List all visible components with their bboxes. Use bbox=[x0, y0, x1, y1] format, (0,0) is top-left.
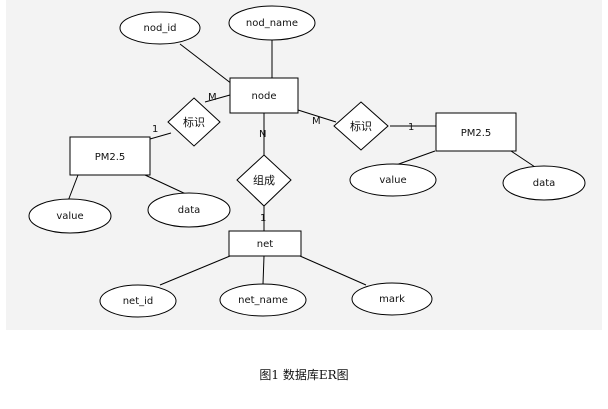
entity-pm25-left bbox=[69, 136, 151, 176]
entity-net bbox=[228, 230, 302, 257]
attribute-net-id bbox=[99, 284, 177, 318]
attribute-net-id-label: net_id bbox=[123, 296, 154, 307]
attribute-net-name-label: net_name bbox=[238, 295, 288, 306]
figure-caption: 图1 数据库ER图 bbox=[259, 368, 349, 382]
attribute-left-data bbox=[147, 192, 231, 228]
cardinality-pm25-right: 1 bbox=[408, 122, 414, 133]
cardinality-node-right: M bbox=[312, 116, 321, 127]
entity-node-label: node bbox=[252, 91, 277, 102]
relationship-left-identify bbox=[167, 97, 221, 147]
entity-pm25-left-label: PM2.5 bbox=[95, 152, 126, 163]
attribute-nod-id-label: nod_id bbox=[144, 23, 177, 34]
relationship-compose-label: 组成 bbox=[253, 173, 275, 187]
line-net-mark bbox=[299, 255, 367, 286]
entity-pm25-right bbox=[435, 112, 517, 152]
cardinality-node-compose: N bbox=[259, 129, 266, 140]
entity-net-label: net bbox=[257, 239, 273, 250]
line-pm25-left-value bbox=[67, 174, 79, 202]
attribute-left-value bbox=[28, 198, 112, 234]
line-pm25-right-data bbox=[510, 150, 539, 170]
line-node-right-identify bbox=[297, 109, 337, 123]
line-pm25-left-data bbox=[144, 174, 189, 196]
relationship-compose bbox=[236, 154, 292, 207]
line-net-netid bbox=[159, 255, 231, 286]
attribute-net-name bbox=[219, 283, 307, 317]
attribute-nod-name bbox=[228, 5, 316, 41]
cardinality-net-compose: 1 bbox=[260, 213, 266, 224]
attribute-nod-name-label: nod_name bbox=[246, 18, 298, 29]
relationship-right-identify bbox=[333, 101, 389, 151]
line-net-netname bbox=[262, 255, 265, 285]
attribute-mark bbox=[351, 282, 433, 316]
attribute-left-data-label: data bbox=[178, 205, 201, 216]
cardinality-pm25-left: 1 bbox=[152, 124, 158, 135]
line-nodid-node bbox=[179, 43, 233, 85]
attribute-left-value-label: value bbox=[56, 211, 83, 222]
attribute-nod-id bbox=[119, 11, 201, 45]
relationship-right-identify-label: 标识 bbox=[350, 119, 372, 133]
entity-node bbox=[229, 77, 299, 114]
attribute-mark-label: mark bbox=[379, 294, 405, 305]
line-node-left-identify bbox=[204, 94, 231, 103]
attribute-right-value-label: value bbox=[379, 175, 406, 186]
attribute-right-data-label: data bbox=[533, 178, 556, 189]
entity-pm25-right-label: PM2.5 bbox=[461, 128, 492, 139]
attribute-right-data bbox=[502, 165, 586, 201]
cardinality-node-left: M bbox=[208, 92, 217, 103]
relationship-left-identify-label: 标识 bbox=[183, 115, 205, 129]
connector-lines bbox=[67, 40, 539, 286]
line-left-identify-pm25 bbox=[149, 132, 172, 140]
attribute-right-value bbox=[349, 163, 437, 197]
line-pm25-right-value bbox=[395, 150, 436, 166]
